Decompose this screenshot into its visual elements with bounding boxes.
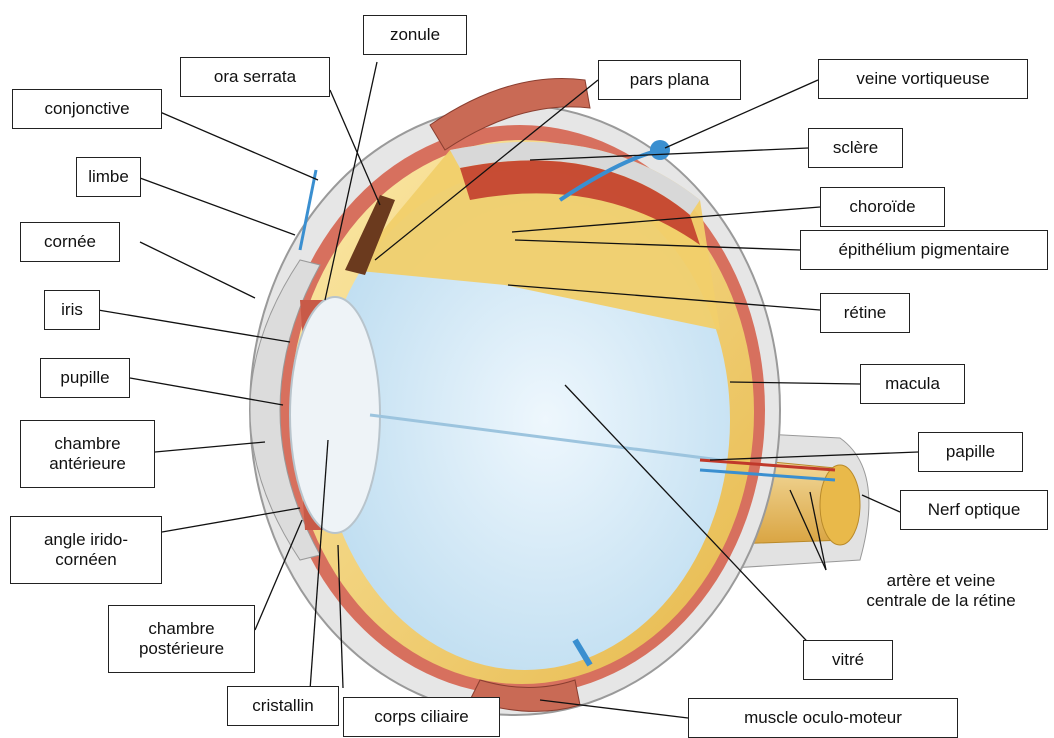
label-retine: rétine xyxy=(820,293,910,333)
label-zonule: zonule xyxy=(363,15,467,55)
label-limbe: limbe xyxy=(76,157,141,197)
lens xyxy=(290,297,380,533)
label-macula: macula xyxy=(860,364,965,404)
label-muscle-oculo-moteur: muscle oculo-moteur xyxy=(688,698,958,738)
label-artere-veine-centrale[interactable]: artère et veine centrale de la rétine xyxy=(830,558,1052,624)
vortex-vein-stub xyxy=(650,140,670,160)
label-vitre: vitré xyxy=(803,640,893,680)
label-corps-ciliaire: corps ciliaire xyxy=(343,697,500,737)
label-chambre-posterieure: chambre postérieure xyxy=(108,605,255,673)
label-choroide: choroïde xyxy=(820,187,945,227)
label-nerf-optique: Nerf optique xyxy=(900,490,1048,530)
label-veine-vortiqueuse: veine vortiqueuse xyxy=(818,59,1028,99)
label-chambre-anterieure: chambre antérieure xyxy=(20,420,155,488)
label-epithelium-pigmentaire: épithélium pigmentaire xyxy=(800,230,1048,270)
label-pupille: pupille xyxy=(40,358,130,398)
label-conjonctive: conjonctive xyxy=(12,89,162,129)
label-cristallin: cristallin xyxy=(227,686,339,726)
label-pars-plana: pars plana xyxy=(598,60,741,100)
label-sclere: sclère xyxy=(808,128,903,168)
label-ora-serrata: ora serrata xyxy=(180,57,330,97)
label-angle-irido-corneen: angle irido- cornéen xyxy=(10,516,162,584)
label-papille: papille xyxy=(918,432,1023,472)
optic-nerve-end xyxy=(820,465,860,545)
label-iris: iris xyxy=(44,290,100,330)
label-cornee: cornée xyxy=(20,222,120,262)
